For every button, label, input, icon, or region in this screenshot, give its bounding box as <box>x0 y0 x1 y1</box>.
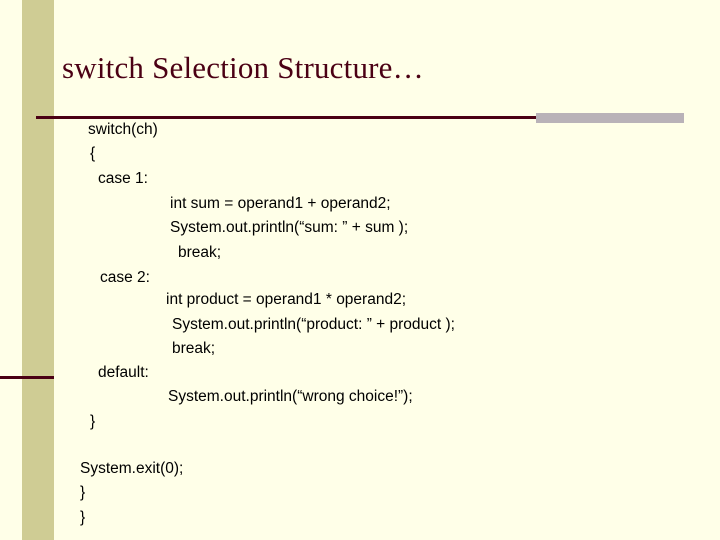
code-line: switch(ch) <box>88 121 158 138</box>
code-line: int sum = operand1 + operand2; <box>170 195 391 212</box>
code-line: break; <box>178 244 222 261</box>
code-line: System.exit(0); <box>80 460 184 477</box>
code-line: { <box>90 145 96 162</box>
code-line: int product = operand1 * operand2; <box>166 291 407 308</box>
left-decorative-band <box>22 0 54 378</box>
left-accent-rule <box>0 376 54 379</box>
code-line: break; <box>172 340 216 357</box>
code-line: } <box>80 509 86 526</box>
code-line: System.out.println(“product: ” + product… <box>172 316 455 333</box>
title-underline-rule <box>36 116 536 119</box>
code-line: default: <box>98 364 149 381</box>
title-underline-grey-bar <box>536 113 684 123</box>
code-line: } <box>80 484 86 501</box>
code-line: } <box>90 413 96 430</box>
code-line: System.out.println(“wrong choice!”); <box>168 388 413 405</box>
code-line: System.out.println(“sum: ” + sum ); <box>170 219 409 236</box>
code-line: case 2: <box>100 269 150 286</box>
code-line: case 1: <box>98 170 148 187</box>
left-decorative-band-lower <box>22 378 54 540</box>
slide-title: switch Selection Structure… <box>62 50 424 85</box>
